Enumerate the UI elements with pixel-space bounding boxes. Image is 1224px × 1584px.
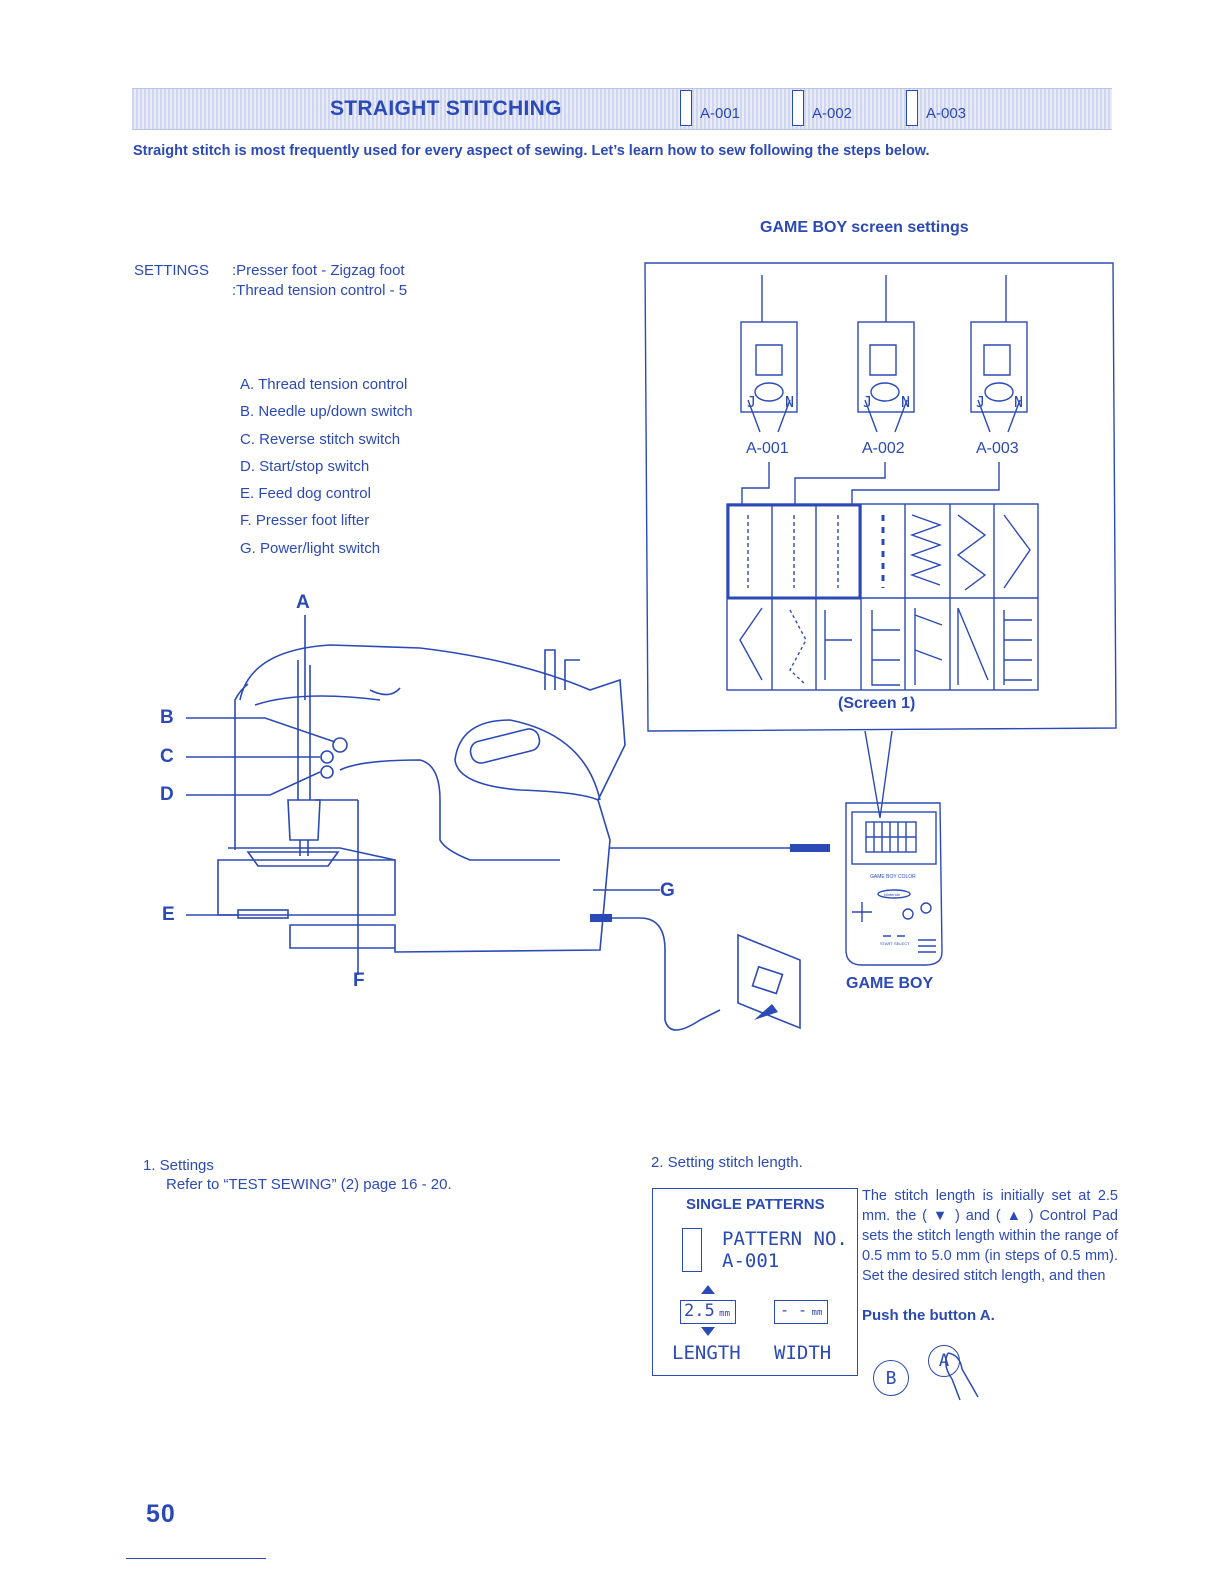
triangle-up-icon — [701, 1285, 715, 1294]
step1-text: Refer to “TEST SEWING” (2) page 16 - 20. — [166, 1176, 452, 1193]
gameboy-maker-text: Nintendo — [884, 892, 901, 897]
finger-press-icon — [945, 1352, 979, 1401]
parts-list-item: G. Power/light switch — [240, 539, 381, 557]
page-number: 50 — [146, 1500, 176, 1528]
parts-list-item: D. Start/stop switch — [240, 457, 370, 475]
foot-letter-n: N — [901, 393, 911, 411]
foot-label-a002: A-002 — [862, 440, 905, 457]
settings-label: SETTINGS — [134, 262, 210, 279]
gameboy-device-illustration: GAME BOY COLOR Nintendo START SELECT — [845, 802, 943, 966]
pattern-chip-a002: A-002 — [792, 90, 852, 126]
parts-list-item: A. Thread tension control — [240, 376, 408, 393]
footer-rule — [126, 1558, 266, 1559]
lcd-width-unit: mm — [811, 1308, 823, 1318]
lcd-width-value: - - — [780, 1301, 808, 1319]
screen-settings-diagram — [644, 262, 1117, 818]
pattern-chip-a001: A-001 — [680, 90, 740, 126]
lcd-length-unit: mm — [719, 1309, 731, 1319]
foot-letter-j: J — [976, 393, 986, 411]
screen-settings-title: GAME BOY screen settings — [760, 219, 969, 236]
gameboy-start-text: START — [880, 941, 893, 946]
lcd-length-label: LENGTH — [672, 1342, 741, 1364]
page-title: STRAIGHT STITCHING — [330, 97, 562, 120]
settings-presser-foot: :Presser foot - Zigzag foot — [232, 262, 405, 279]
step1-title: 1. Settings — [143, 1157, 214, 1174]
parts-list-item: B. Needle up/down switch — [240, 403, 413, 421]
callout-c: C — [160, 746, 174, 767]
foot-letter-n: N — [785, 393, 795, 411]
screen-caption: (Screen 1) — [838, 695, 916, 712]
callout-f: F — [353, 970, 365, 991]
push-button-instruction: Push the button A. — [862, 1307, 995, 1324]
parts-list-item: C. Reverse stitch switch — [240, 430, 401, 448]
parts-list-item: F. Presser foot lifter — [240, 512, 370, 530]
gameboy-brand-text: GAME BOY COLOR — [870, 874, 916, 880]
pattern-label: A-001 — [700, 105, 741, 122]
b-button-label: B — [885, 1368, 897, 1389]
gameboy-label: GAME BOY — [846, 975, 934, 992]
intro-text: Straight stitch is most frequently used … — [133, 143, 930, 159]
straight-stitch-icon — [792, 90, 804, 126]
foot-letter-j: J — [863, 393, 873, 411]
lcd-pattern-no-label: PATTERN NO. — [722, 1228, 848, 1250]
b-button-icon: B — [873, 1360, 909, 1396]
stitch-length-description: The stitch length is initially set at 2.… — [862, 1188, 1118, 1284]
lcd-length-value: 2.5 — [684, 1301, 715, 1321]
lcd-heading: SINGLE PATTERNS — [686, 1196, 825, 1213]
callout-d: D — [160, 784, 174, 805]
lcd-pattern-no: A-001 — [722, 1250, 780, 1272]
parts-list-item: E. Feed dog control — [240, 485, 371, 503]
foot-letter-n: N — [1014, 393, 1024, 411]
pattern-chip-a003: A-003 — [906, 90, 966, 126]
foot-label-a001: A-001 — [746, 440, 789, 457]
straight-stitch-icon — [680, 90, 692, 126]
straight-stitch-icon — [682, 1228, 702, 1272]
pattern-label: A-002 — [812, 105, 853, 122]
triangle-down-icon — [701, 1327, 715, 1336]
parts-list: A. Thread tension control B. Needle up/d… — [240, 371, 413, 562]
pattern-label: A-003 — [926, 105, 967, 122]
lcd-width-box: - - mm — [774, 1300, 828, 1324]
callout-a: A — [296, 592, 310, 613]
gameboy-select-text: SELECT — [894, 941, 910, 946]
straight-stitch-icon — [906, 90, 918, 126]
step2-title: 2. Setting stitch length. — [651, 1154, 803, 1171]
callout-b: B — [160, 707, 174, 728]
lcd-width-label: WIDTH — [774, 1342, 832, 1364]
foot-letter-j: J — [747, 393, 757, 411]
foot-label-a003: A-003 — [976, 440, 1019, 457]
callout-g: G — [660, 880, 675, 901]
lcd-length-box: 2.5 mm — [680, 1300, 736, 1324]
callout-e: E — [162, 904, 175, 925]
lcd-screen — [652, 1188, 858, 1376]
settings-thread-tension: :Thread tension control - 5 — [232, 282, 408, 299]
title-banner — [132, 88, 1112, 130]
sewing-machine-illustration — [186, 615, 830, 1031]
a-button-label: A — [938, 1351, 950, 1371]
